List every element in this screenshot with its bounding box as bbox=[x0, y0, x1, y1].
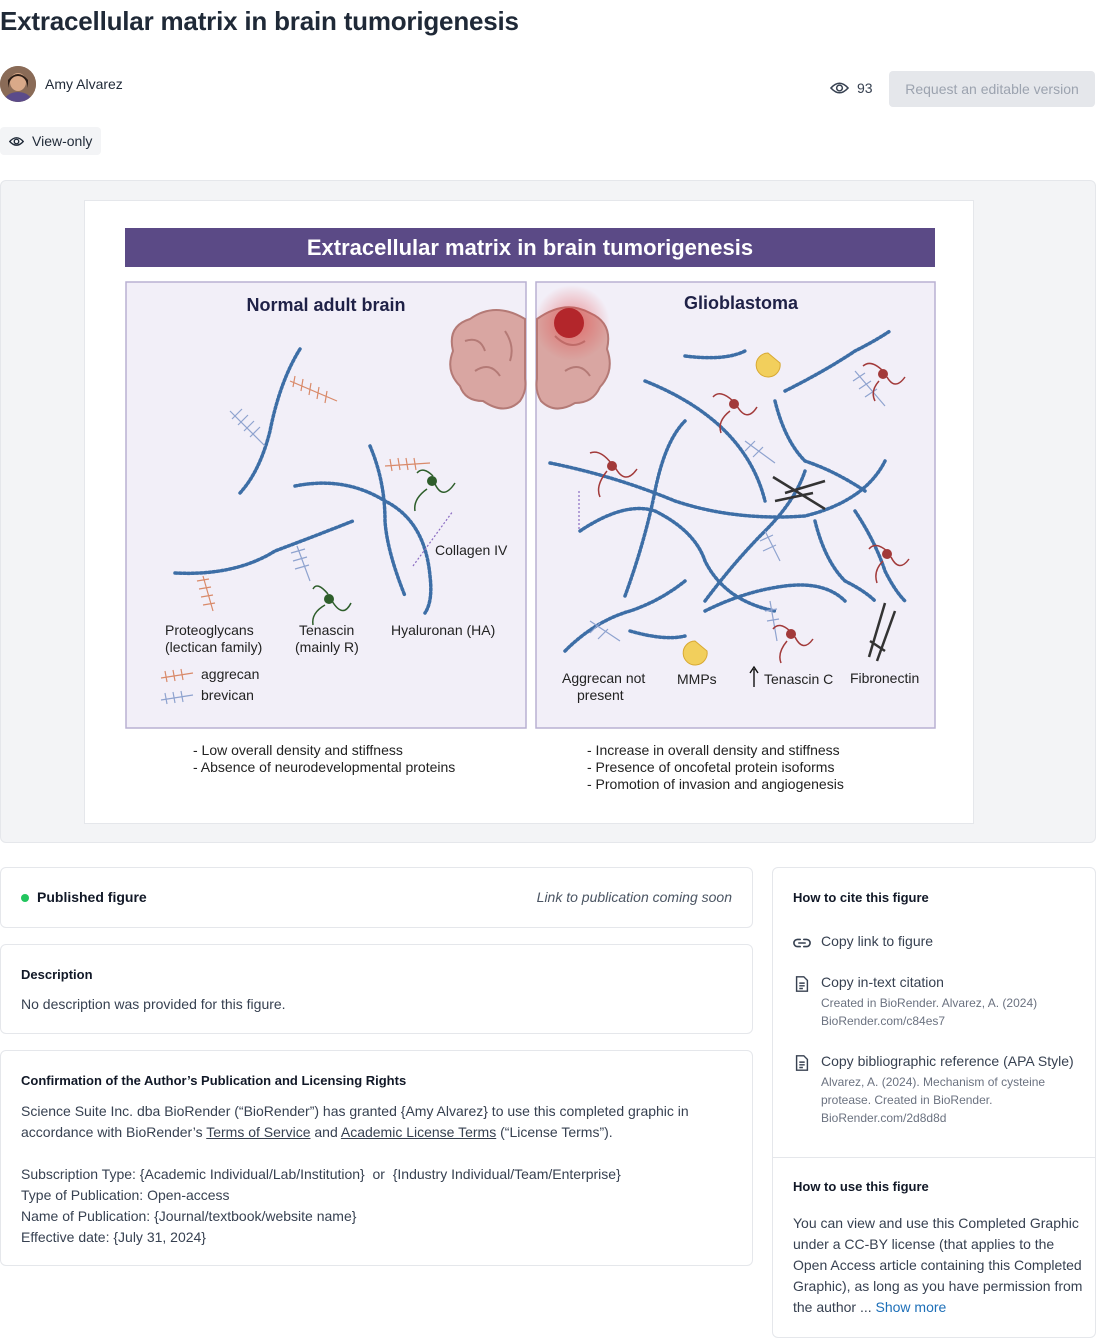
show-more-link[interactable]: Show more bbox=[875, 1299, 947, 1315]
normal-heading: Normal adult brain bbox=[246, 295, 405, 315]
collagen-left bbox=[412, 510, 454, 567]
published-status-dot bbox=[21, 894, 29, 902]
tenascin-left bbox=[312, 469, 456, 626]
bibliographic-reference-label[interactable]: Copy bibliographic reference (APA Style) bbox=[821, 1053, 1074, 1069]
brain-illustration bbox=[449, 285, 611, 410]
use-body: You can view and use this Completed Grap… bbox=[793, 1213, 1083, 1318]
brevican-legend-label: brevican bbox=[201, 687, 254, 703]
rights-body: Science Suite Inc. dba BioRender (“BioRe… bbox=[21, 1101, 721, 1248]
subscription-type: Subscription Type: {Academic Individual/… bbox=[21, 1166, 621, 1182]
copy-in-text-citation-button[interactable]: Copy in-text citation Created in BioRend… bbox=[793, 974, 1037, 1030]
avatar[interactable] bbox=[0, 66, 36, 102]
brevican-left bbox=[229, 408, 311, 582]
rights-text-b: and bbox=[310, 1124, 341, 1140]
glioblastoma-heading: Glioblastoma bbox=[684, 293, 799, 313]
copy-link-button[interactable]: Copy link to figure bbox=[793, 933, 933, 952]
published-card: Published figure Link to publication com… bbox=[0, 867, 753, 928]
rights-title: Confirmation of the Author’s Publication… bbox=[21, 1073, 407, 1088]
ha-strands-left bbox=[173, 347, 433, 615]
request-editable-button[interactable]: Request an editable version bbox=[889, 71, 1095, 107]
effective-date: Effective date: {July 31, 2024} bbox=[21, 1229, 206, 1245]
aggrecan-not-present-label-1: Aggrecan not bbox=[562, 670, 645, 686]
author-info[interactable]: Amy Alvarez bbox=[0, 66, 123, 102]
document-icon bbox=[795, 1055, 809, 1071]
cite-title: How to cite this figure bbox=[793, 890, 929, 905]
collagen-label: Collagen IV bbox=[435, 542, 508, 558]
ha-strands-right bbox=[548, 329, 907, 653]
normal-bullet-1: - Low overall density and stiffness bbox=[193, 742, 403, 758]
copy-link-label[interactable]: Copy link to figure bbox=[821, 933, 934, 949]
terms-of-service-link[interactable]: Terms of Service bbox=[206, 1124, 311, 1140]
link-icon bbox=[793, 938, 811, 948]
brevican-right bbox=[589, 370, 886, 642]
use-text: You can view and use this Completed Grap… bbox=[793, 1215, 1083, 1315]
increase-arrow-icon bbox=[749, 665, 759, 687]
description-text: No description was provided for this fig… bbox=[21, 996, 286, 1012]
copy-bibliographic-reference-button[interactable]: Copy bibliographic reference (APA Style)… bbox=[793, 1053, 1074, 1127]
tenascin-c-right bbox=[589, 362, 910, 664]
figure-banner bbox=[125, 228, 935, 267]
licensing-rights-card: Confirmation of the Author’s Publication… bbox=[0, 1050, 753, 1266]
in-text-citation-value: Created in BioRender. Alvarez, A. (2024)… bbox=[821, 994, 1037, 1030]
in-text-citation-line-1: Created in BioRender. Alvarez, A. (2024) bbox=[821, 996, 1038, 1010]
hyaluronan-label: Hyaluronan (HA) bbox=[391, 622, 495, 638]
sidebar-divider bbox=[773, 1157, 1095, 1158]
rights-paragraph: Science Suite Inc. dba BioRender (“BioRe… bbox=[21, 1101, 721, 1143]
tenascin-c-centers bbox=[607, 369, 892, 639]
author-name[interactable]: Amy Alvarez bbox=[45, 76, 123, 92]
tenascin-r-label-1: Tenascin bbox=[299, 622, 354, 638]
view-only-badge: View-only bbox=[0, 127, 102, 155]
mmps-label: MMPs bbox=[677, 671, 717, 687]
biblio-line-1: Alvarez, A. (2024). Mechanism of cystein… bbox=[821, 1075, 1046, 1089]
eye-icon bbox=[830, 82, 849, 94]
in-text-citation-line-2: BioRender.com/c84es7 bbox=[821, 1014, 946, 1028]
figure-banner-title: Extracellular matrix in brain tumorigene… bbox=[307, 235, 753, 260]
use-title: How to use this figure bbox=[793, 1179, 929, 1194]
in-text-citation-label[interactable]: Copy in-text citation bbox=[821, 974, 944, 990]
description-title: Description bbox=[21, 967, 93, 982]
mmps-right bbox=[682, 352, 781, 666]
rights-text-c: (“License Terms”). bbox=[496, 1124, 613, 1140]
publication-name: Name of Publication: {Journal/textbook/w… bbox=[21, 1208, 357, 1224]
eye-icon bbox=[9, 136, 24, 146]
view-only-label: View-only bbox=[32, 133, 93, 149]
figure-image[interactable]: Extracellular matrix in brain tumorigene… bbox=[84, 200, 974, 824]
normal-bullet-2: - Absence of neurodevelopmental proteins bbox=[193, 759, 455, 775]
aggrecan-legend-label: aggrecan bbox=[201, 666, 259, 682]
rights-text-a: Science Suite Inc. dba BioRender (“BioRe… bbox=[21, 1103, 689, 1140]
published-label: Published figure bbox=[37, 889, 147, 905]
fibronectin-label: Fibronectin bbox=[850, 670, 919, 686]
publication-type: Type of Publication: Open-access bbox=[21, 1187, 230, 1203]
aggrecan-left bbox=[196, 375, 431, 612]
figure-graphic: Extracellular matrix in brain tumorigene… bbox=[125, 228, 936, 792]
cite-use-sidebar: How to cite this figure Copy link to fig… bbox=[772, 867, 1096, 1338]
glio-bullet-1: - Increase in overall density and stiffn… bbox=[587, 742, 840, 758]
bibliographic-reference-value: Alvarez, A. (2024). Mechanism of cystein… bbox=[821, 1073, 1074, 1127]
brevican-legend-swatch bbox=[160, 690, 194, 705]
fibronectin-right bbox=[772, 475, 897, 662]
biblio-line-3: BioRender.com/2d8d8d bbox=[821, 1111, 947, 1125]
proteoglycans-label-1: Proteoglycans bbox=[165, 622, 254, 638]
biblio-line-2: protease. Created in BioRender. bbox=[821, 1093, 993, 1107]
description-card: Description No description was provided … bbox=[0, 944, 753, 1034]
proteoglycans-label-2: (lectican family) bbox=[165, 639, 262, 655]
view-count: 93 bbox=[830, 80, 873, 96]
document-icon bbox=[795, 976, 809, 992]
glio-bullet-2: - Presence of oncofetal protein isoforms bbox=[587, 759, 834, 775]
page-title: Extracellular matrix in brain tumorigene… bbox=[0, 6, 519, 36]
aggrecan-legend-swatch bbox=[160, 668, 194, 683]
tenascin-c-label: Tenascin C bbox=[764, 671, 833, 687]
publication-link-text: Link to publication coming soon bbox=[536, 889, 732, 905]
tenascin-r-label-2: (mainly R) bbox=[295, 639, 359, 655]
view-count-value: 93 bbox=[857, 80, 873, 96]
academic-license-link[interactable]: Academic License Terms bbox=[340, 1124, 497, 1140]
figure-viewer[interactable]: Extracellular matrix in brain tumorigene… bbox=[0, 180, 1096, 843]
glio-bullet-3: - Promotion of invasion and angiogenesis bbox=[587, 776, 844, 792]
aggrecan-not-present-label-2: present bbox=[577, 687, 624, 703]
